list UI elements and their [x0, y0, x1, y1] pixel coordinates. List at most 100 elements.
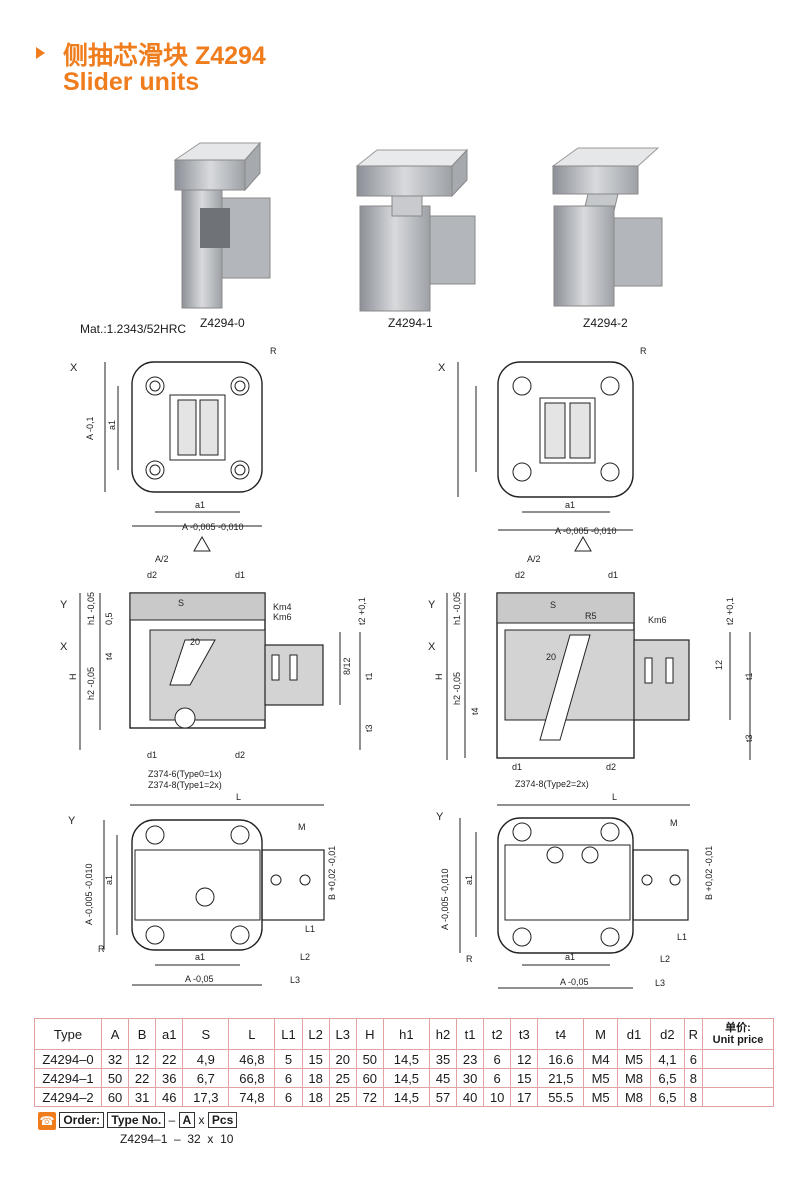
label-h-r: H: [434, 674, 444, 681]
bottom-view-left: [131, 819, 263, 951]
label-angle: 20: [190, 637, 200, 647]
label-a1-right: a1: [565, 500, 575, 510]
cell: 14,5: [382, 1068, 430, 1088]
label-x-right: X: [438, 362, 446, 374]
cell: 14,5: [382, 1087, 430, 1107]
label-l-r: L: [612, 792, 617, 802]
label-x2-r: X: [428, 641, 436, 653]
th-m: M: [583, 1018, 618, 1050]
label-l3: L3: [290, 975, 300, 985]
price-cell[interactable]: [702, 1068, 774, 1088]
label-r-bv: R: [98, 944, 105, 954]
label-h1-r: h1 -0,05: [452, 592, 462, 625]
cell: 22: [128, 1068, 157, 1088]
th-t1: t1: [456, 1018, 485, 1050]
cell: 57: [428, 1087, 458, 1107]
cell: 25: [328, 1087, 357, 1107]
cell: 12: [128, 1049, 157, 1069]
th-t2: t2: [483, 1018, 512, 1050]
label-l: L: [236, 792, 241, 802]
label-a1-bh-r: a1: [565, 952, 575, 962]
photo-z4294-2: [551, 147, 663, 307]
label-h1: h1 -0,05: [86, 592, 96, 625]
label-a-tol-right: A -0,005 -0,010: [555, 526, 617, 536]
label-z374-r: Z374-8(Type2=2x): [515, 779, 589, 789]
cell: 6: [274, 1068, 303, 1088]
label-r-bv-r: R: [466, 954, 473, 964]
label-h2-r: h2 -0,05: [452, 672, 462, 705]
label-r-right: R: [640, 346, 647, 356]
photo-label-1: Z4294-1: [388, 316, 433, 330]
cell: 12: [510, 1049, 539, 1069]
cell: M5: [616, 1049, 652, 1069]
cell: 6: [483, 1049, 512, 1069]
label-d1-b: d1: [147, 750, 157, 760]
price-cell[interactable]: [702, 1049, 774, 1069]
label-r: R: [270, 346, 277, 356]
label-d2-b: d2: [235, 750, 245, 760]
spec-table: Type A B a1 S L L1 L2 L3 H h1 h2 t1 t2 t…: [34, 1018, 774, 1107]
cell: 6,5: [650, 1068, 685, 1088]
label-d1-r: d1: [608, 570, 618, 580]
order-pcs: Pcs: [207, 1112, 238, 1129]
photo-z4294-0: [173, 141, 271, 309]
photo-label-0: Z4294-0: [200, 316, 245, 330]
cell: 40: [456, 1087, 485, 1107]
cell: 25: [328, 1068, 357, 1088]
cell: 50: [100, 1068, 130, 1088]
cell: 23: [456, 1049, 485, 1069]
label-z374-b: Z374-8(Type1=2x): [148, 780, 222, 790]
th-a: A: [100, 1018, 130, 1050]
label-m-r: M: [670, 818, 678, 828]
cell: Z4294–1: [34, 1068, 102, 1088]
warning-icon: [193, 535, 211, 552]
label-a05: A -0,05: [185, 974, 214, 984]
th-l: L: [228, 1018, 276, 1050]
label-a1: a1: [195, 500, 205, 510]
bottom-view-right: [497, 817, 634, 954]
cell: 15: [301, 1049, 330, 1069]
th-price-cn: 单价:: [725, 1022, 751, 1034]
th-l2: L2: [301, 1018, 330, 1050]
th-a1: a1: [155, 1018, 184, 1050]
label-z374-a: Z374-6(Type0=1x): [148, 769, 222, 779]
page-title-cn: 侧抽芯滑块 Z4294: [63, 42, 266, 70]
label-s-r: S: [550, 600, 556, 610]
warning-icon: [574, 535, 592, 552]
cell: 21,5: [537, 1068, 585, 1088]
cell: 60: [100, 1087, 130, 1107]
cell: M8: [616, 1087, 652, 1107]
label-a1-bv: a1: [104, 875, 114, 885]
label-a-half: A/2: [155, 554, 169, 564]
label-km6: Km6: [273, 612, 292, 622]
cell: 5: [274, 1049, 303, 1069]
label-x: X: [70, 362, 78, 374]
label-b: B +0,02 -0,01: [327, 846, 337, 900]
label-km6-r: Km6: [648, 615, 667, 625]
label-12: 12: [714, 660, 724, 670]
label-t4-r: t4: [470, 707, 480, 715]
label-d1-rb: d1: [512, 762, 522, 772]
price-cell[interactable]: [702, 1087, 774, 1107]
cell: 15: [510, 1068, 539, 1088]
cell: Z4294–0: [34, 1049, 102, 1069]
label-y3-r: Y: [436, 811, 444, 823]
cell: 36: [155, 1068, 184, 1088]
label-t3: t3: [364, 724, 374, 732]
label-y: Y: [60, 599, 68, 611]
cell: 22: [155, 1049, 184, 1069]
label-angle-r: 20: [546, 652, 556, 662]
cell: 6: [483, 1068, 512, 1088]
order-type-no: Type No.: [107, 1112, 166, 1129]
cell: M5: [583, 1087, 618, 1107]
label-y3: Y: [68, 815, 76, 827]
th-price-en: Unit price: [712, 1034, 764, 1046]
th-t3: t3: [510, 1018, 539, 1050]
th-s: S: [182, 1018, 230, 1050]
label-d1: d1: [235, 570, 245, 580]
cell: 72: [355, 1087, 384, 1107]
label-t2-r: t2 +0,1: [725, 597, 735, 625]
label-a-half-r: A/2: [527, 554, 541, 564]
th-d2: d2: [650, 1018, 685, 1050]
